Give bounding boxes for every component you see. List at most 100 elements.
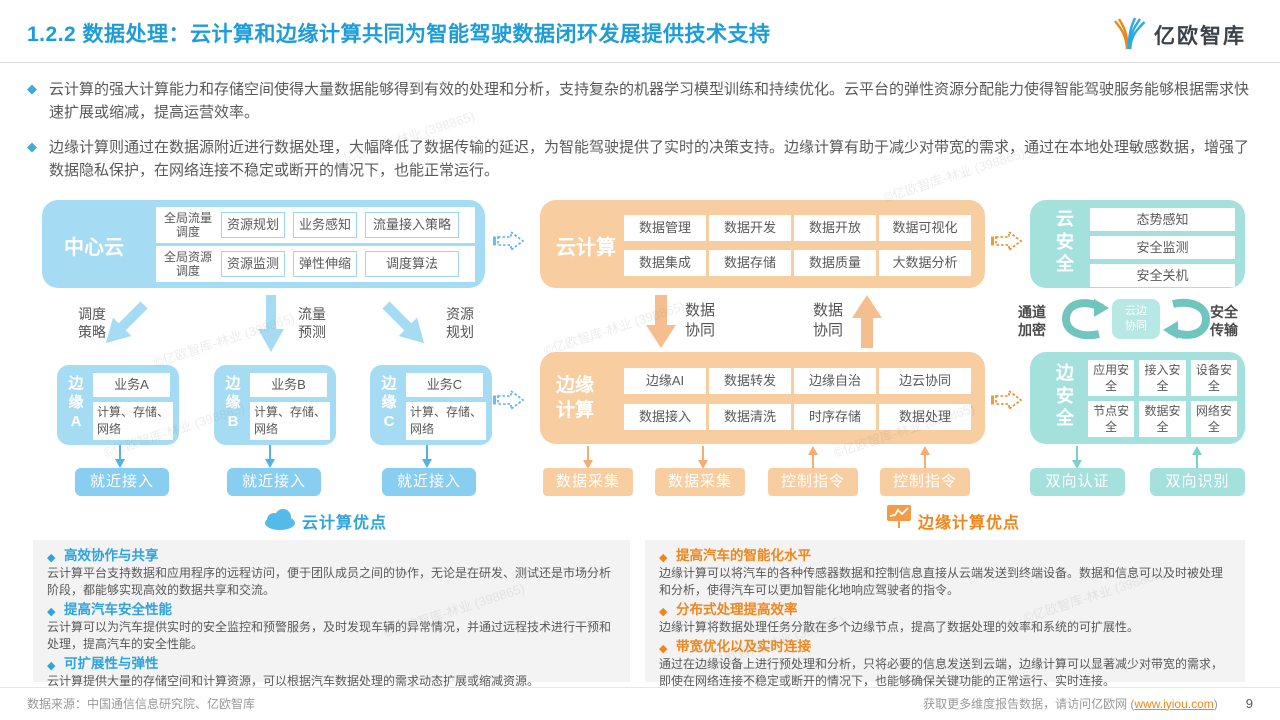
advantage-heading: 提高汽车安全性能 bbox=[47, 600, 616, 619]
center-cloud-chip: 资源监测 bbox=[221, 251, 285, 277]
edge-chart-board-icon bbox=[887, 505, 911, 528]
center-cloud-row: 全局流量调度 资源规划 业务感知 流量接入策略 bbox=[156, 207, 475, 243]
advantage-body: 通过在边缘设备上进行预处理和分析，只将必要的信息发送到云端，边缘计算可以显著减少… bbox=[659, 657, 1224, 688]
header-divider bbox=[0, 62, 1280, 63]
cloud-advantages-label: 云计算优点 bbox=[302, 515, 388, 532]
advantage-heading: 可扩展性与弹性 bbox=[47, 654, 616, 673]
intro-bullet-cloud: 云计算的强大计算能力和存储空间使得大量数据能够得到有效的处理和分析，支持复杂的机… bbox=[27, 78, 1253, 125]
center-cloud-row: 全局资源调度 资源监测 弹性伸缩 调度算法 bbox=[156, 246, 475, 282]
arrow-down-icon bbox=[258, 295, 284, 352]
edge-chip: 数据清洗 bbox=[709, 404, 791, 430]
bullet-text: 云计算的强大计算能力和存储空间使得大量数据能够得到有效的处理和分析，支持复杂的机… bbox=[49, 81, 1250, 122]
logo-y-icon bbox=[1114, 17, 1146, 50]
cloud-chip: 数据可视化 bbox=[879, 215, 971, 241]
intro-bullet-edge: 边缘计算则通过在数据源附近进行数据处理，大幅降低了数据传输的延迟，为智能驾驶提供… bbox=[27, 136, 1253, 183]
diamond-icon bbox=[27, 79, 37, 99]
edge-computing-box: 边缘计算 边缘AI 数据转发 边缘自治 边云协同 数据接入 数据清洗 时序存储 … bbox=[540, 352, 985, 444]
edge-chip: 数据处理 bbox=[879, 404, 971, 430]
data-sync-down-arrow-icon bbox=[646, 295, 676, 348]
advantage-body: 边缘计算将数据处理任务分散在多个边缘节点，提高了数据处理的效率和系统的可扩展性。 bbox=[659, 620, 1140, 634]
advantage-body: 边缘计算可以将汽车的各种传感器数据和控制信息直接从云端发送到终端设备。数据和信息… bbox=[659, 566, 1224, 597]
connector-down-icon bbox=[422, 445, 432, 468]
connector-down-icon bbox=[1072, 446, 1082, 469]
edge-chip: 边缘自治 bbox=[794, 368, 876, 394]
edge-node-b: 边缘B 业务B 计算、存储、网络 bbox=[214, 365, 336, 445]
connector-up-icon bbox=[920, 446, 930, 469]
data-collect-button: 数据采集 bbox=[655, 468, 745, 496]
cloud-computing-row: 数据管理 数据开发 数据开放 数据可视化 bbox=[624, 215, 971, 241]
advantage-title: 提高汽车安全性能 bbox=[64, 602, 172, 617]
data-collect-button: 数据采集 bbox=[543, 468, 633, 496]
diamond-icon bbox=[47, 657, 55, 676]
footer-divider bbox=[0, 687, 1280, 688]
cloud-chip: 数据开放 bbox=[794, 215, 876, 241]
flow-label-resource: 资源规划 bbox=[446, 306, 474, 341]
diamond-icon bbox=[659, 603, 667, 622]
page-title: 1.2.2 数据处理：云计算和边缘计算共同为智能驾驶数据闭环发展提供技术支持 bbox=[27, 23, 771, 46]
connector-down-icon bbox=[583, 446, 593, 469]
data-source: 数据来源：中国通信信息研究院、亿欧智库 bbox=[27, 697, 256, 711]
advantage-heading: 高效协作与共享 bbox=[47, 546, 616, 565]
control-command-button: 控制指令 bbox=[880, 468, 970, 496]
connector-down-icon bbox=[698, 446, 708, 469]
edge-advantages-label: 边缘计算优点 bbox=[918, 515, 1021, 532]
dashed-arrow-right-icon bbox=[991, 230, 1023, 252]
edge-chip: 数据转发 bbox=[709, 368, 791, 394]
connector-down-icon bbox=[115, 445, 125, 468]
advantage-title: 带宽优化以及实时连接 bbox=[676, 639, 811, 654]
security-chip: 接入安全 bbox=[1139, 360, 1186, 396]
connector-up-icon bbox=[1192, 446, 1202, 469]
cloud-chip: 数据开发 bbox=[709, 215, 791, 241]
diamond-icon bbox=[27, 137, 37, 157]
security-chip: 节点安全 bbox=[1088, 401, 1135, 437]
cloud-edge-sync-box: 云边协同 bbox=[1112, 299, 1160, 339]
edge-chip: 边云协同 bbox=[879, 368, 971, 394]
edge-resources: 计算、存储、网络 bbox=[250, 402, 330, 440]
dashed-arrow-right-icon bbox=[493, 389, 525, 411]
cloud-security-box: 云安全 态势感知 安全监测 安全关机 bbox=[1030, 200, 1245, 288]
cloud-chip: 大数据分析 bbox=[879, 250, 971, 276]
logo-text: 亿欧智库 bbox=[1154, 25, 1246, 48]
iyiou-link[interactable]: www.iyiou.com bbox=[1134, 696, 1214, 711]
edge-node-label: 边缘A bbox=[68, 375, 84, 430]
access-button: 就近接入 bbox=[382, 468, 476, 496]
security-chip: 态势感知 bbox=[1090, 208, 1235, 231]
access-button: 就近接入 bbox=[75, 468, 169, 496]
diamond-icon bbox=[47, 603, 55, 622]
center-cloud-box: 中心云 全局流量调度 资源规划 业务感知 流量接入策略 全局资源调度 资源监测 … bbox=[42, 200, 485, 288]
footer-notice-end: ) bbox=[1213, 696, 1218, 711]
diamond-icon bbox=[659, 640, 667, 659]
edge-service: 业务B bbox=[250, 373, 327, 397]
edge-node-a: 边缘A 业务A 计算、存储、网络 bbox=[57, 365, 179, 445]
cloud-computing-row: 数据集成 数据存储 数据质量 大数据分析 bbox=[624, 250, 971, 276]
security-chip: 安全监测 bbox=[1090, 236, 1235, 259]
center-cloud-chip: 业务感知 bbox=[293, 212, 357, 238]
footer-notice: 获取更多维度报告数据，请访问亿欧网 ( bbox=[923, 697, 1135, 711]
bullet-text: 边缘计算则通过在数据源附近进行数据处理，大幅降低了数据传输的延迟，为智能驾驶提供… bbox=[49, 138, 1250, 179]
advantage-body: 云计算提供大量的存储空间和计算资源，可以根据汽车数据处理的需求动态扩展或缩减资源… bbox=[47, 674, 540, 688]
cloud-chip: 数据管理 bbox=[624, 215, 706, 241]
access-button: 就近接入 bbox=[227, 468, 321, 496]
edge-security-box: 边安全 应用安全 接入安全 设备安全 节点安全 数据安全 网络安全 bbox=[1030, 352, 1245, 444]
row-head: 全局资源调度 bbox=[163, 249, 212, 278]
row-head: 全局流量调度 bbox=[163, 210, 212, 239]
edge-security-label: 边安全 bbox=[1056, 363, 1074, 428]
center-cloud-chip: 调度算法 bbox=[365, 251, 459, 277]
security-chip: 应用安全 bbox=[1088, 360, 1135, 396]
cloud-chip: 数据质量 bbox=[794, 250, 876, 276]
data-sync-label: 数据协同 bbox=[684, 302, 715, 339]
cloud-edge-sync-label: 云边协同 bbox=[1125, 305, 1147, 332]
diamond-icon bbox=[659, 549, 667, 568]
footer-right: 获取更多维度报告数据，请访问亿欧网 (www.iyiou.com) 9 bbox=[923, 695, 1253, 712]
cloud-advantages-panel: 高效协作与共享 云计算平台支持数据和应用程序的远程访问，便于团队成员之间的协作，… bbox=[33, 540, 630, 688]
flow-label-scheduling: 调度策略 bbox=[78, 306, 106, 341]
advantage-title: 高效协作与共享 bbox=[64, 548, 159, 563]
edge-chip: 数据接入 bbox=[624, 404, 706, 430]
dashed-arrow-right-icon bbox=[493, 230, 525, 252]
advantage-title: 可扩展性与弹性 bbox=[64, 656, 159, 671]
mutual-identify-button: 双向识别 bbox=[1150, 468, 1245, 496]
edge-node-label: 边缘B bbox=[225, 375, 241, 430]
security-chip: 数据安全 bbox=[1139, 401, 1186, 437]
center-cloud-chip: 流量接入策略 bbox=[365, 212, 459, 238]
center-cloud-chip: 资源规划 bbox=[221, 212, 285, 238]
